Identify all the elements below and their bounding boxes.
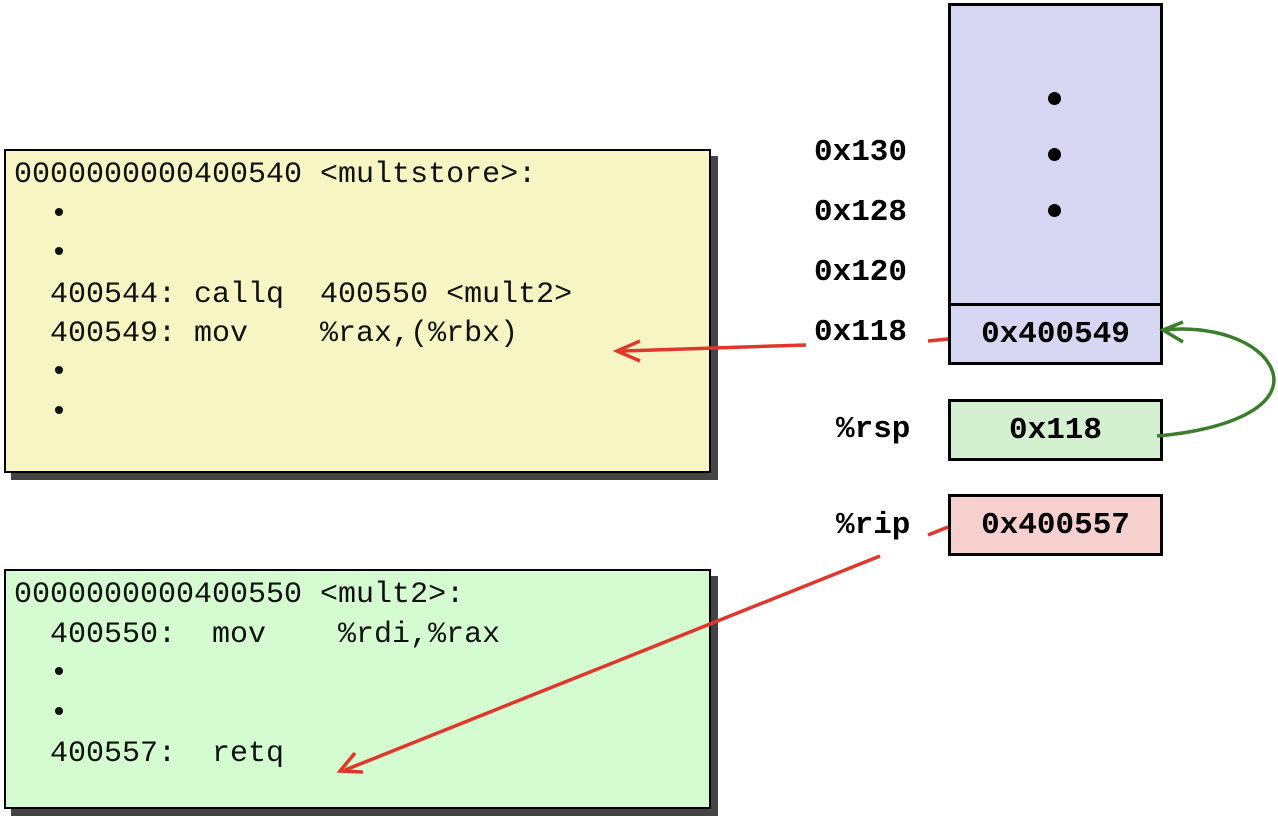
stack-return-address-cell: 0x400549 — [948, 303, 1163, 365]
stack-address-label: 0x130 — [814, 135, 908, 170]
code-line: 400550: mov %rdi,%rax — [14, 618, 501, 652]
return-address-arrow — [612, 339, 807, 363]
code-line: • — [14, 396, 69, 430]
stack-address-label: 0x120 — [814, 255, 908, 290]
code-line: 400557: retq — [14, 737, 285, 771]
stack-ellipsis-dot — [1048, 92, 1061, 105]
stack-ellipsis-dot — [1048, 148, 1061, 161]
rsp-pointer-arrow — [1156, 320, 1276, 438]
stack-address-label: 0x118 — [814, 315, 908, 350]
rsp-register-box: 0x118 — [948, 399, 1163, 461]
code-line: 0000000000400550 <mult2>: — [14, 578, 465, 612]
stack-ellipsis-dot — [1048, 204, 1061, 217]
rsp-label: %rsp — [836, 412, 911, 447]
rip-arrow — [336, 554, 881, 774]
code-line: • — [14, 237, 69, 271]
code-line: 0000000000400540 <multstore>: — [14, 158, 537, 192]
mult2-code-box: 0000000000400550 <mult2>: 400550: mov %r… — [4, 569, 711, 809]
multstore-code-box: 0000000000400540 <multstore>: • • 400544… — [4, 149, 711, 473]
stack-stub-line — [927, 337, 949, 343]
code-line: 400549: mov %rax,(%rbx) — [14, 317, 519, 351]
code-line: • — [14, 198, 69, 232]
code-line: • — [14, 356, 69, 390]
code-line: • — [14, 697, 69, 731]
rip-stub-line — [927, 525, 949, 537]
rip-register-box: 0x400557 — [948, 494, 1163, 556]
rip-label: %rip — [836, 508, 911, 543]
code-line: • — [14, 657, 69, 691]
code-line: 400544: callq 400550 <mult2> — [14, 278, 573, 312]
stack-address-label: 0x128 — [814, 195, 908, 230]
